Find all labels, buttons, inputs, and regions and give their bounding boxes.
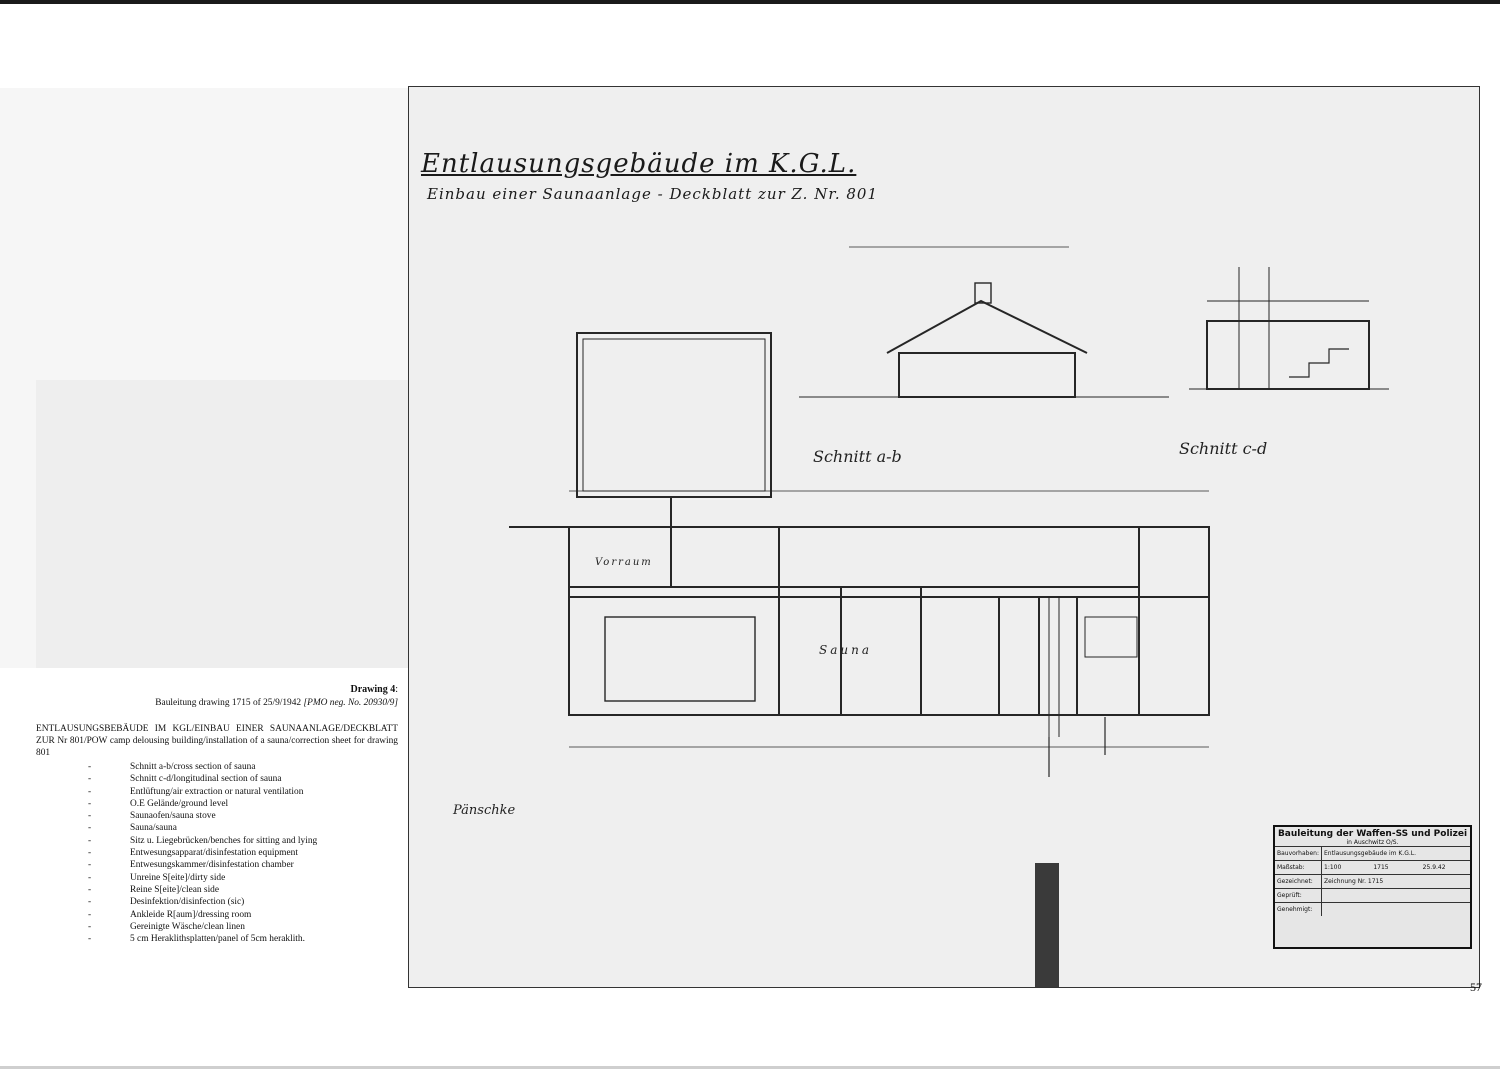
legend-item: -Entwesungskammer/disinfestation chamber <box>88 860 294 871</box>
chamber-outline <box>576 332 772 498</box>
sauna-pool-outline <box>604 616 756 702</box>
legend-item: -O.E Gelände/ground level <box>88 798 229 809</box>
legend-item: -Unreine S[eite]/dirty side <box>88 872 226 883</box>
title-block-row: Gezeichnet:Zeichnung Nr. 1715 <box>1275 874 1470 888</box>
legend-item: -Sitz u. Liegebrücken/benches for sittin… <box>88 835 318 846</box>
legend-item: -5 cm Heraklithsplatten/panel of 5cm her… <box>88 934 305 945</box>
drawing-subtitle: Einbau einer Saunaanlage - Deckblatt zur… <box>427 185 879 203</box>
title-block-row: Geprüft: <box>1275 888 1470 902</box>
legend-item: -Entlüftung/air extraction or natural ve… <box>88 786 304 797</box>
label-vorraum: Vorraum <box>595 557 653 568</box>
legend-item: -Entwesungsapparat/disinfestation equipm… <box>88 848 298 859</box>
caption-heading: Drawing 4: <box>350 684 398 695</box>
title-block: Bauleitung der Waffen-SS und Polizei in … <box>1273 825 1472 949</box>
legend-item: -Gereinigte Wäsche/clean linen <box>88 921 245 932</box>
legend-item: -Saunaofen/sauna stove <box>88 811 216 822</box>
legend-item: -Ankleide R[aum]/dressing room <box>88 909 252 920</box>
section-cd-outline <box>1206 320 1370 390</box>
title-block-location: in Auschwitz O/S. <box>1346 839 1399 846</box>
section-ab-roof <box>886 299 1088 354</box>
figure-caption: Drawing 4: Bauleitung drawing 1715 of 25… <box>36 684 398 945</box>
title-block-header: Bauleitung der Waffen-SS und Polizei <box>1277 829 1468 839</box>
label-section-ab: Schnitt a-b <box>813 447 902 466</box>
drawing-linework <box>509 246 1389 987</box>
legend-list: -Schnitt a-b/cross section of sauna -Sch… <box>36 761 398 945</box>
caption-subline: Bauleitung drawing 1715 of 25/9/1942 [PM… <box>155 698 398 708</box>
legend-item: -Schnitt c-d/longitudinal section of sau… <box>88 774 282 785</box>
page-number: 57 <box>1470 980 1482 994</box>
scan-artifact-bar <box>1035 863 1059 987</box>
legend-item: -Desinfektion/disinfection (sic) <box>88 897 245 908</box>
main-plan-outline <box>568 526 1210 716</box>
architectural-drawing: Entlausungsgebäude im K.G.L. Einbau eine… <box>408 86 1480 988</box>
title-block-row: Genehmigt: <box>1275 902 1470 916</box>
drawing-signature: Pänschke <box>453 803 516 818</box>
title-block-row: Bauvorhaben:Entlausungsgebäude im K.G.L. <box>1275 846 1470 860</box>
label-sauna: Sauna <box>819 643 872 657</box>
caption-description: ENTLAUSUNGSBEBÄUDE IM KGL/EINBAU EINER S… <box>36 724 398 758</box>
legend-item: -Reine S[eite]/clean side <box>88 884 220 895</box>
facing-page-bleed-strip <box>36 380 408 668</box>
bottom-rule <box>0 1066 1500 1069</box>
legend-item: -Schnitt a-b/cross section of sauna <box>88 762 256 772</box>
label-section-cd: Schnitt c-d <box>1179 439 1268 458</box>
top-rule <box>0 0 1500 4</box>
legend-item: -Sauna/sauna <box>88 823 177 834</box>
drawing-title: Entlausungsgebäude im K.G.L. <box>421 149 857 179</box>
